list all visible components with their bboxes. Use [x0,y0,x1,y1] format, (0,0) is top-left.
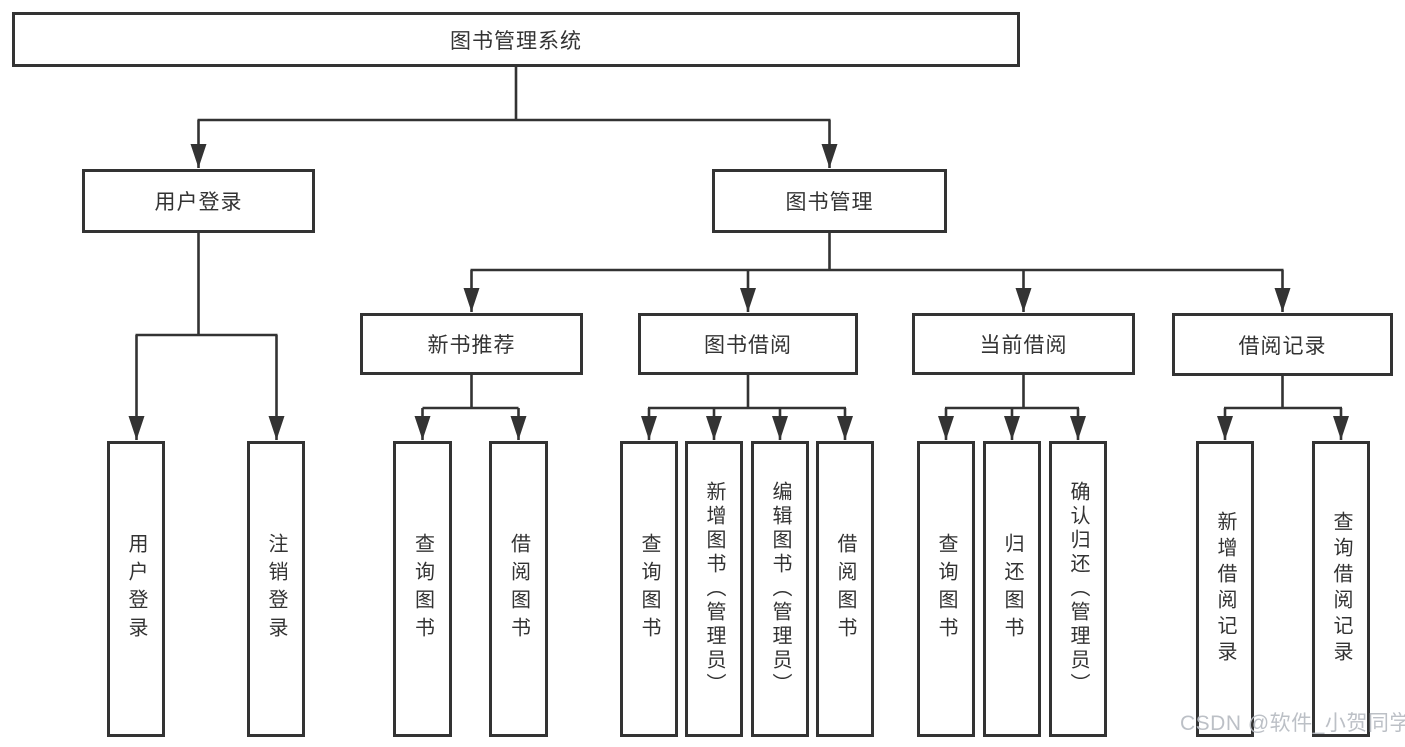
leaf-bb-add-books-admin: 新增图书（管理员） [685,441,743,737]
node-borrowing-records: 借阅记录 [1172,313,1393,376]
leaf-br-query-record: 查询借阅记录 [1312,441,1370,737]
leaf-bb-query-books: 查询图书 [620,441,678,737]
leaf-cb-query-books: 查询图书 [917,441,975,737]
node-book-borrowing: 图书借阅 [638,313,858,375]
node-new-book-recommendation: 新书推荐 [360,313,583,375]
leaf-bb-edit-books-admin: 编辑图书（管理员） [751,441,809,737]
leaf-nbr-borrow-books: 借阅图书 [489,441,548,737]
leaf-user-login: 用户登录 [107,441,165,737]
leaf-bb-borrow-books: 借阅图书 [816,441,874,737]
arrow-connectors [128,120,1349,440]
tree-stems-and-crossbars [135,66,1342,410]
csdn-watermark: CSDN @软件_小贺同学 [1180,712,1405,735]
node-library-management-system: 图书管理系统 [12,12,1020,67]
node-current-borrowing: 当前借阅 [912,313,1135,375]
node-user-login-branch: 用户登录 [82,169,315,233]
leaf-logout: 注销登录 [247,441,305,737]
leaf-cb-confirm-return-admin: 确认归还（管理员） [1049,441,1107,737]
leaf-nbr-query-books: 查询图书 [393,441,452,737]
leaf-cb-return-books: 归还图书 [983,441,1041,737]
leaf-br-add-record: 新增借阅记录 [1196,441,1254,737]
node-book-management-branch: 图书管理 [712,169,947,233]
